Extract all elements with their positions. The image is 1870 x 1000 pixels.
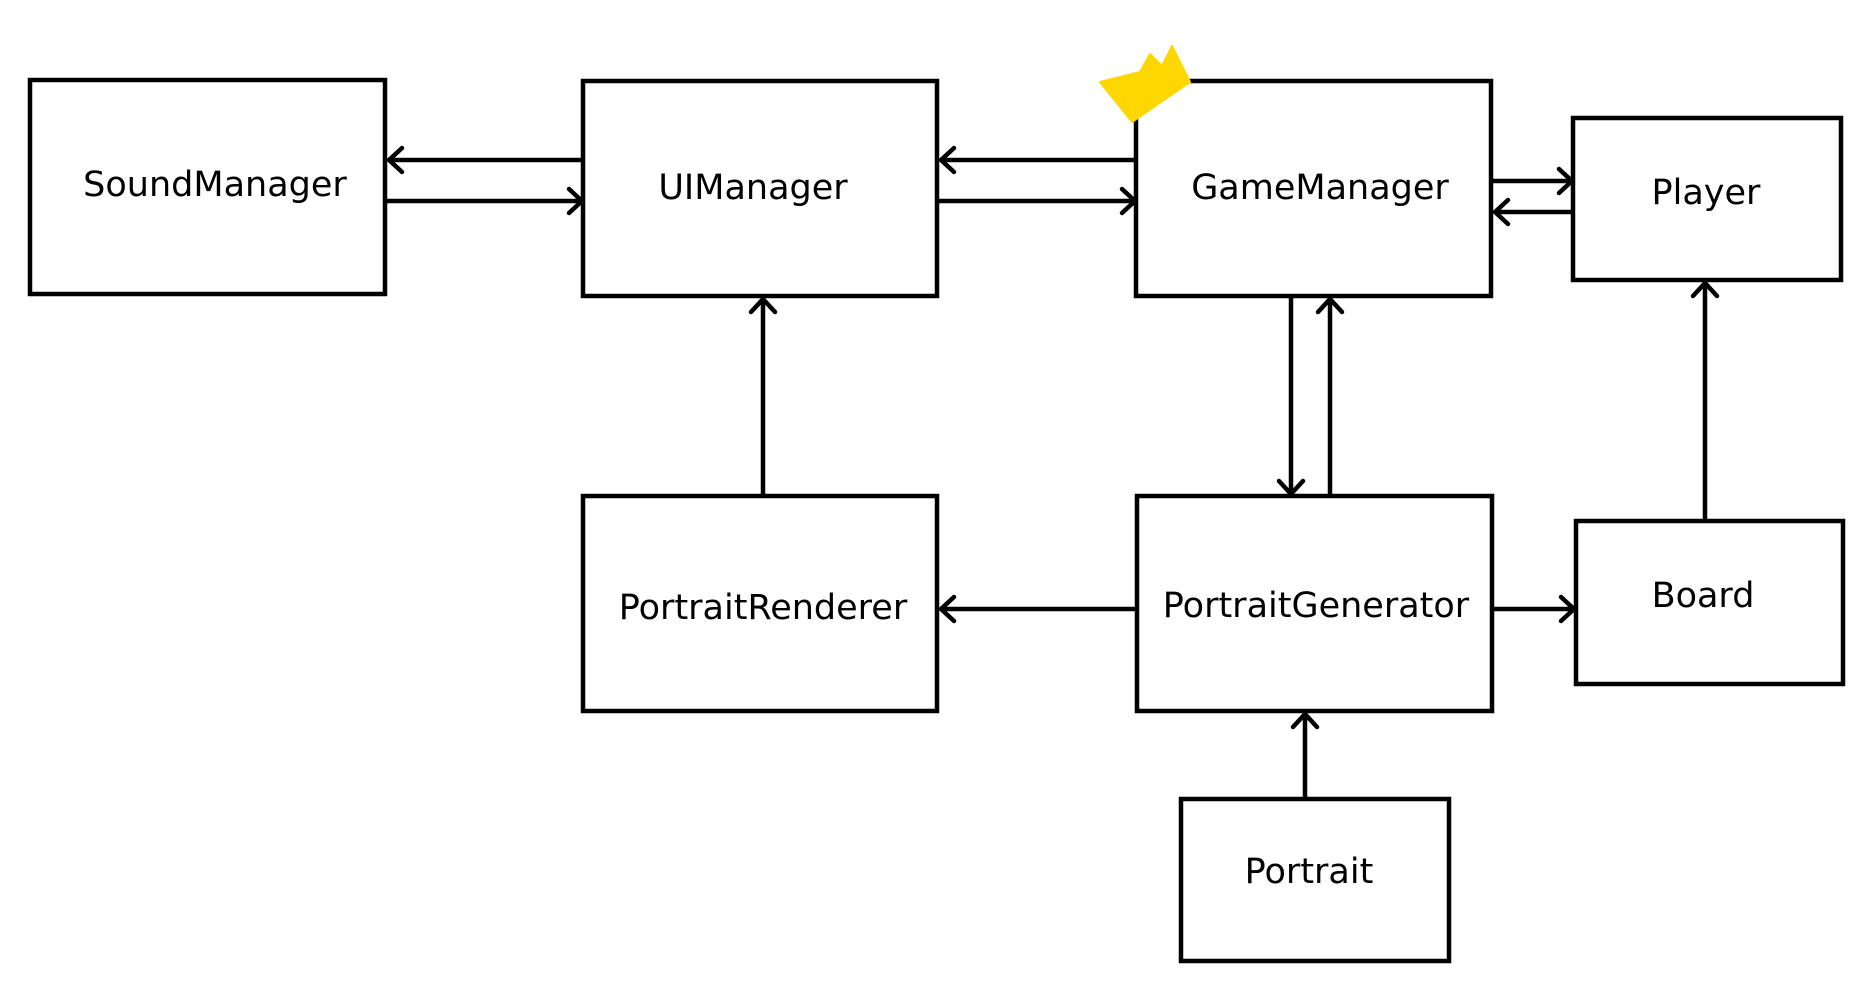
- edge-gamemanager-to-player: [1491, 166, 1575, 196]
- node-player: Player: [1570, 115, 1844, 283]
- node-board: Board: [1573, 518, 1846, 687]
- node-board-label: Board: [1652, 576, 1755, 616]
- node-portrait-renderer-label: PortraitRenderer: [619, 588, 908, 628]
- node-game-manager-label: GameManager: [1191, 168, 1449, 208]
- edge-portraitgenerator-to-gamemanager: [1315, 296, 1345, 496]
- edge-soundmanager-to-uimanager: [385, 186, 585, 216]
- node-sound-manager-label: SoundManager: [83, 165, 347, 205]
- edge-uimanager-to-soundmanager: [386, 145, 583, 175]
- node-portrait-renderer: PortraitRenderer: [580, 493, 940, 714]
- crown-icon: [1099, 45, 1191, 123]
- node-ui-manager: UIManager: [580, 78, 940, 299]
- edge-board-to-player: [1690, 280, 1720, 521]
- edge-portraitgenerator-to-board: [1492, 594, 1577, 624]
- edge-portrait-to-portraitgenerator: [1290, 711, 1320, 799]
- node-portrait-generator: PortraitGenerator: [1134, 493, 1495, 714]
- node-player-label: Player: [1652, 173, 1762, 213]
- edge-uimanager-to-gamemanager: [937, 186, 1138, 216]
- edge-portraitgenerator-to-portraitrenderer: [938, 594, 1137, 624]
- edge-gamemanager-to-uimanager: [938, 145, 1136, 175]
- edge-gamemanager-to-portraitgenerator: [1276, 296, 1306, 497]
- edge-portraitrenderer-to-uimanager: [748, 296, 778, 496]
- node-sound-manager: SoundManager: [27, 77, 388, 297]
- node-portrait-label: Portrait: [1245, 852, 1374, 892]
- node-portrait: Portrait: [1178, 796, 1452, 964]
- node-game-manager: GameManager: [1133, 78, 1494, 299]
- node-ui-manager-label: UIManager: [658, 168, 848, 208]
- node-portrait-generator-label: PortraitGenerator: [1163, 586, 1470, 626]
- edge-player-to-gamemanager: [1492, 197, 1573, 227]
